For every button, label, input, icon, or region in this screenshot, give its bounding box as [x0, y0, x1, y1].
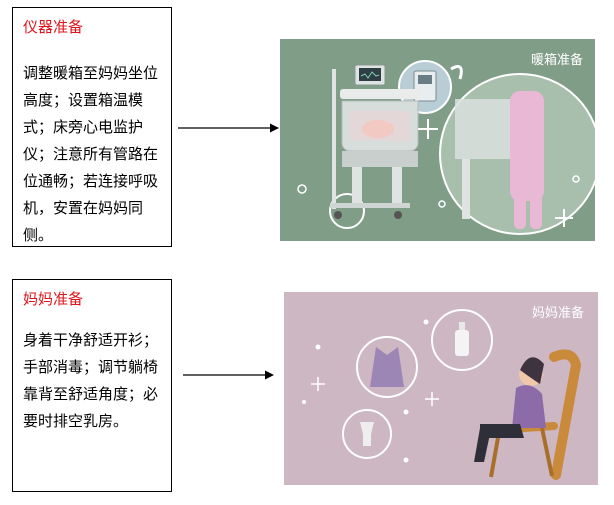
- arrow-right-icon: [183, 370, 274, 380]
- mother-prep-illustration: 妈妈准备: [284, 292, 598, 485]
- mother-prep-title: 妈妈准备: [532, 306, 585, 321]
- incubator-prep-title: 暖箱准备: [531, 53, 584, 68]
- mother-prep-box: 妈妈准备 身着干净舒适开衫；手部消毒；调节躺椅靠背至舒适角度；必要时排空乳房。: [12, 279, 172, 492]
- instrument-prep-box: 仪器准备 调整暖箱至妈妈坐位高度；设置箱温模式；床旁心电监护仪；注意所有管路在位…: [12, 7, 172, 247]
- instrument-prep-heading: 仪器准备: [23, 18, 84, 36]
- arrow-right-icon: [178, 123, 279, 133]
- mother-prep-heading: 妈妈准备: [23, 290, 84, 308]
- instrument-prep-text: 调整暖箱至妈妈坐位高度；设置箱温模式；床旁心电监护仪；注意所有管路在位通畅；若连…: [23, 64, 159, 244]
- mother-prep-text: 身着干净舒适开衫；手部消毒；调节躺椅靠背至舒适角度；必要时排空乳房。: [23, 331, 159, 430]
- incubator-prep-illustration: 暖箱准备: [280, 39, 595, 241]
- mother-illustration: [284, 292, 598, 485]
- incubator-illustration: [280, 39, 595, 241]
